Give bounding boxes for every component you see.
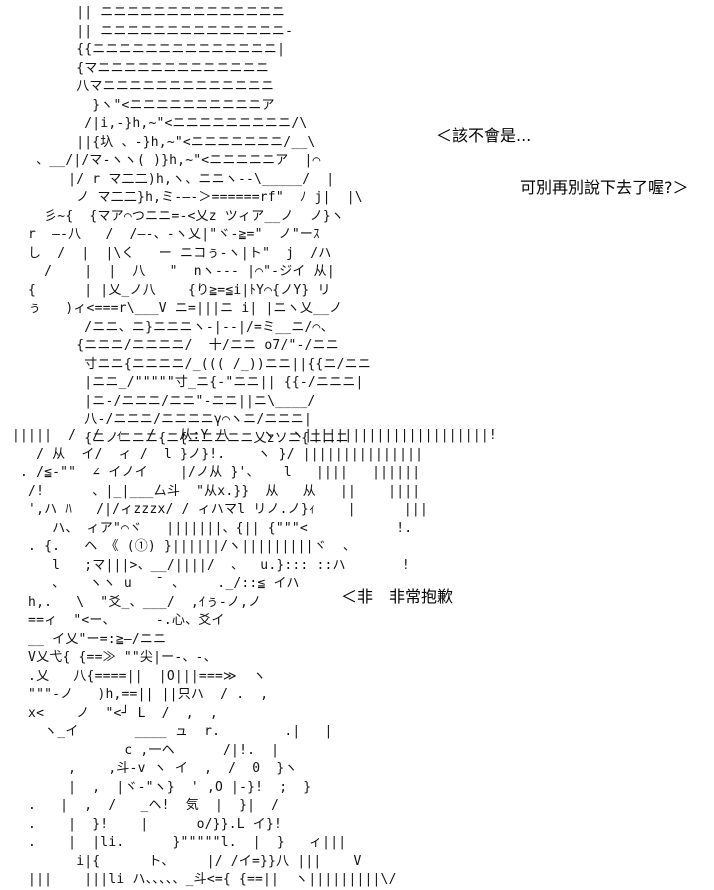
dialogue-line-2: 可別再別說下去了喔?＞ bbox=[520, 178, 689, 197]
dialogue-line-3: ＜非 非常抱歉 bbox=[341, 587, 454, 606]
dialogue-line-1: ＜該不會是... bbox=[436, 126, 532, 145]
ascii-art-top-figure: || ニニニニニニニニニニニニニニ || ニニニニニニニニニニニニニニ- {{ニ… bbox=[28, 5, 372, 446]
ascii-art-bottom-figure: ||||| / / ｨ / 从:Y 八 ヽ ヽ|||||||||||||||||… bbox=[12, 428, 497, 887]
